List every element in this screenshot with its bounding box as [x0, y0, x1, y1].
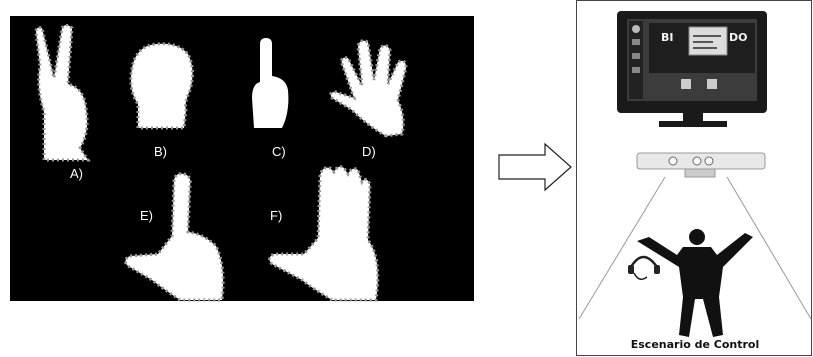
pointing-up-hand-icon [248, 36, 298, 132]
open-palm-hand-icon [328, 36, 412, 140]
kinect-sensor-icon [637, 153, 765, 177]
scene-title: Escenario de Control [577, 338, 813, 351]
monitor-text-right: DO [729, 31, 747, 44]
monitor-icon [617, 11, 767, 127]
gesture-label-d: D) [362, 144, 376, 159]
right-arrow-icon [497, 142, 573, 192]
headset-icon [628, 257, 660, 279]
peace-sign-hand-icon [32, 24, 102, 164]
gesture-label-c: C) [272, 144, 286, 159]
flat-hand-icon [266, 162, 392, 302]
l-shape-hand-icon [122, 170, 242, 302]
fist-hand-icon [126, 40, 198, 132]
gesture-panel: A) B) C) D) E) F) [10, 16, 474, 301]
gesture-label-a: A) [70, 166, 83, 181]
gesture-label-f: F) [270, 208, 282, 223]
control-scenario-panel: BI DO Escenario de Control [576, 0, 812, 356]
gesture-label-b: B) [154, 144, 167, 159]
monitor-text-left: BI [661, 31, 673, 44]
user-silhouette-icon [637, 229, 753, 337]
gesture-label-e: E) [140, 208, 153, 223]
